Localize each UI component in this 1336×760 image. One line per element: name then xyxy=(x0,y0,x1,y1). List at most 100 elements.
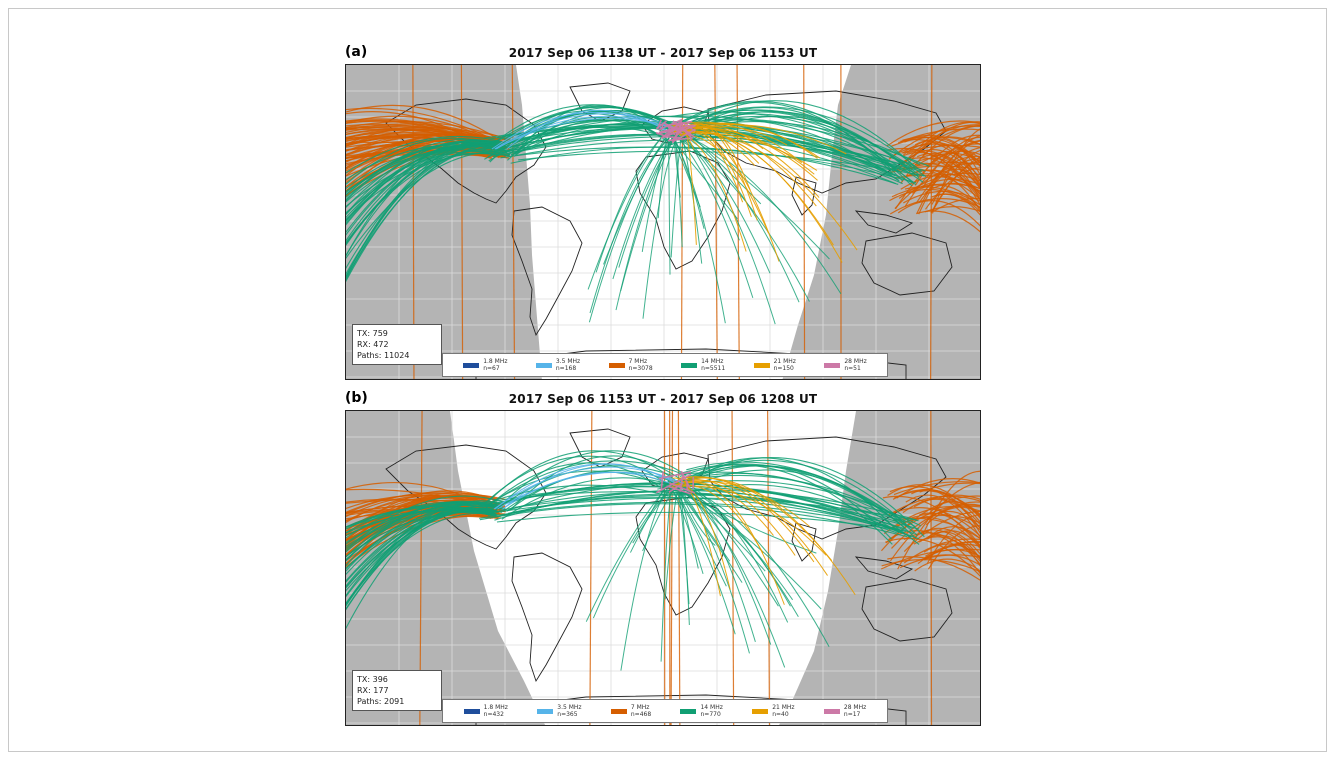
propagation-path xyxy=(667,484,736,635)
legend-count: n=168 xyxy=(555,365,577,372)
propagation-path xyxy=(927,525,980,570)
propagation-path xyxy=(493,466,683,510)
tx-count: TX: 396 xyxy=(357,675,388,684)
panel-title: 2017 Sep 06 1138 UT - 2017 Sep 06 1153 U… xyxy=(508,46,818,60)
propagation-path xyxy=(667,134,899,181)
propagation-path xyxy=(679,476,828,576)
propagation-path xyxy=(589,411,593,725)
propagation-path xyxy=(924,182,980,194)
propagation-path xyxy=(925,167,980,210)
propagation-path xyxy=(884,537,980,577)
propagation-path xyxy=(922,531,980,560)
propagation-path xyxy=(346,507,487,561)
propagation-path xyxy=(670,411,674,725)
propagation-path xyxy=(679,475,684,492)
legend-count: n=432 xyxy=(483,711,504,718)
coastline xyxy=(569,428,631,468)
coastline xyxy=(511,552,583,683)
propagation-path xyxy=(673,133,776,325)
propagation-path xyxy=(346,495,505,552)
propagation-path xyxy=(503,106,687,141)
propagation-path xyxy=(902,136,980,154)
radio-paths xyxy=(346,411,980,725)
legend-count: n=365 xyxy=(557,711,578,718)
propagation-path xyxy=(671,121,803,164)
propagation-path xyxy=(685,123,758,221)
propagation-path xyxy=(913,152,980,168)
propagation-path xyxy=(516,139,922,172)
night-region xyxy=(779,411,980,725)
propagation-path xyxy=(930,411,933,725)
legend-frequency: 1.8 MHz xyxy=(483,358,508,365)
propagation-path xyxy=(897,200,980,227)
propagation-path xyxy=(904,139,980,207)
propagation-path xyxy=(669,477,721,597)
legend-count: n=40 xyxy=(772,711,789,718)
legend-frequency: 21 MHz xyxy=(772,704,795,711)
propagation-path xyxy=(684,457,925,538)
propagation-path xyxy=(346,140,502,226)
legend-swatch xyxy=(535,362,552,368)
legend-frequency: 14 MHz xyxy=(701,358,724,365)
propagation-path xyxy=(880,548,980,570)
propagation-path xyxy=(346,123,495,142)
propagation-path xyxy=(899,554,980,569)
propagation-path xyxy=(926,510,980,529)
coastline xyxy=(385,98,547,204)
legend-swatch xyxy=(753,362,770,368)
propagation-path xyxy=(679,457,899,533)
propagation-path xyxy=(669,135,738,220)
propagation-path xyxy=(931,138,980,176)
propagation-path xyxy=(919,121,980,147)
propagation-path xyxy=(618,134,678,268)
propagation-path xyxy=(492,450,684,514)
propagation-path xyxy=(677,411,681,725)
coastline xyxy=(635,150,731,270)
propagation-path xyxy=(589,135,672,314)
legend-swatch xyxy=(610,708,627,714)
legend-frequency: 21 MHz xyxy=(773,358,796,365)
legend-count: n=770 xyxy=(700,711,721,718)
legend-count: n=5511 xyxy=(701,365,726,372)
propagation-path xyxy=(346,138,492,201)
legend-count: n=17 xyxy=(843,711,861,718)
legend-frequency: 1.8 MHz xyxy=(483,704,508,711)
propagation-path xyxy=(679,484,794,601)
coastline xyxy=(511,206,583,337)
propagation-path xyxy=(895,124,980,173)
propagation-path xyxy=(346,146,510,193)
propagation-path xyxy=(915,162,980,198)
propagation-path xyxy=(497,471,684,510)
propagation-path xyxy=(889,503,980,562)
propagation-path xyxy=(676,100,899,173)
propagation-path xyxy=(587,126,671,290)
propagation-path xyxy=(670,483,731,590)
propagation-path xyxy=(346,511,497,570)
propagation-path xyxy=(670,463,905,528)
propagation-path xyxy=(346,135,511,174)
propagation-path xyxy=(889,143,980,159)
propagation-path xyxy=(668,134,671,275)
propagation-path xyxy=(891,507,980,537)
coastline xyxy=(707,90,947,194)
propagation-path xyxy=(685,481,785,605)
legend-swatch xyxy=(824,362,841,368)
propagation-path xyxy=(897,481,980,570)
legend-frequency: 28 MHz xyxy=(844,358,867,365)
map-graphic xyxy=(346,411,980,725)
propagation-path xyxy=(675,480,699,569)
propagation-path xyxy=(925,501,980,526)
legend-swatch xyxy=(537,708,554,714)
propagation-path xyxy=(683,477,856,595)
propagation-path xyxy=(514,496,907,533)
rx-count: RX: 177 xyxy=(357,686,389,695)
legend-swatch xyxy=(680,708,697,714)
